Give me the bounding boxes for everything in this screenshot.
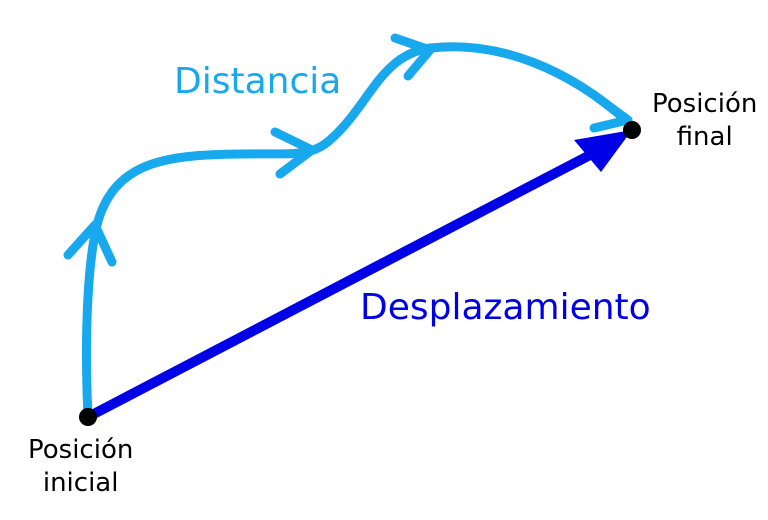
distance-arrow-2 [270,127,317,179]
distance-arrow-4 [589,93,633,133]
initial-position-line-2: inicial [42,468,119,498]
distance-curve [82,42,633,422]
distance-arrow-1 [63,220,117,267]
initial-position-label: Posición inicial [28,434,133,500]
final-position-line-1: Posición [652,89,758,119]
distance-label: Distancia [174,61,342,102]
distance-path-group [63,33,633,422]
displacement-line [85,150,593,422]
final-position-line-2: final [676,122,733,152]
initial-position-line-1: Posición [28,435,134,465]
initial-position-point [79,408,97,426]
displacement-label: Desplazamiento [360,287,651,328]
distance-arrow-3 [390,33,435,81]
final-position-point [623,121,641,139]
displacement-arrowhead [574,130,632,172]
final-position-label: Posición final [652,88,757,154]
